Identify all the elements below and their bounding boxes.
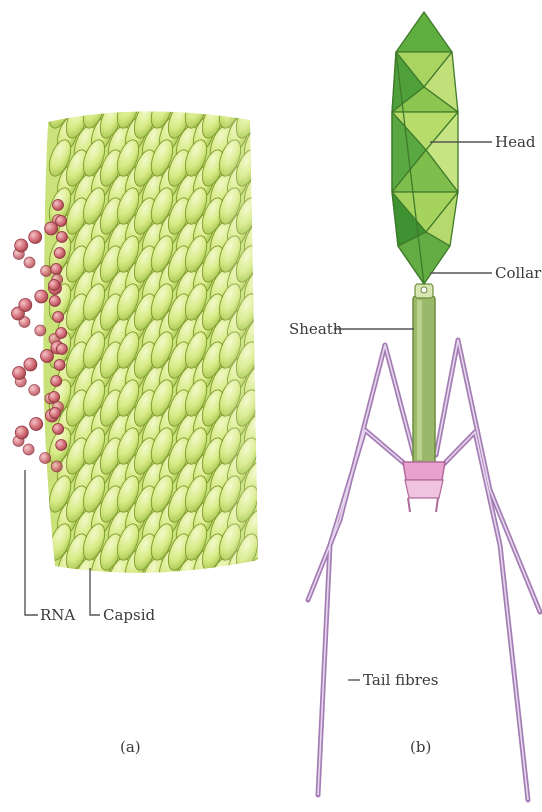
sheath-label: Sheath — [289, 320, 343, 338]
rna-bead — [15, 239, 28, 252]
rna-bead — [54, 248, 65, 259]
rna-bead — [56, 440, 67, 451]
rna-bead — [49, 392, 60, 403]
rna-bead — [50, 408, 61, 419]
rna-bead — [29, 385, 40, 396]
rna-leader-line — [25, 470, 38, 615]
rna-bead — [49, 296, 60, 307]
head — [392, 12, 458, 284]
rna-bead — [19, 299, 32, 312]
rna-bead — [53, 424, 64, 435]
rna-bead — [51, 376, 62, 387]
rna-bead — [41, 350, 54, 363]
rna-bead — [53, 200, 64, 211]
rna-helix — [12, 200, 68, 473]
rna-bead — [13, 367, 26, 380]
rna-bead — [56, 344, 67, 355]
rna-bead — [45, 222, 58, 235]
rna-bead — [51, 461, 62, 472]
collar — [415, 284, 433, 298]
rna-bead — [24, 257, 35, 268]
head-label: Head — [495, 133, 536, 151]
rna-bead — [53, 312, 64, 323]
rna-bead — [56, 232, 67, 243]
capsid-leader-line — [90, 568, 100, 615]
rna-bead — [51, 264, 62, 275]
rna-bead — [29, 231, 42, 244]
rna-bead — [40, 453, 51, 464]
rna-bead — [15, 426, 28, 439]
rna-bead — [24, 358, 37, 371]
sheath — [413, 296, 435, 464]
bacteriophage-panel: Head Collar Sheath Tail fibres (b) — [289, 12, 542, 800]
tmv-panel: RNA Capsid (a) — [12, 89, 270, 756]
panel-a-caption: (a) — [120, 738, 141, 756]
rna-bead — [23, 444, 34, 455]
capsid — [43, 89, 270, 597]
base-plate — [403, 462, 445, 512]
rna-label: RNA — [40, 606, 75, 624]
rna-bead — [41, 266, 52, 277]
rna-bead — [30, 418, 43, 431]
rna-bead — [54, 360, 65, 371]
rna-bead — [35, 290, 48, 303]
rna-bead — [49, 280, 60, 291]
rna-bead — [56, 328, 67, 339]
capsid-label: Capsid — [103, 606, 156, 624]
panel-b-caption: (b) — [410, 738, 431, 756]
rna-bead — [35, 325, 46, 336]
tail-fibres-label: Tail fibres — [363, 671, 439, 689]
rna-bead — [56, 216, 67, 227]
collar-label: Collar — [495, 264, 542, 282]
